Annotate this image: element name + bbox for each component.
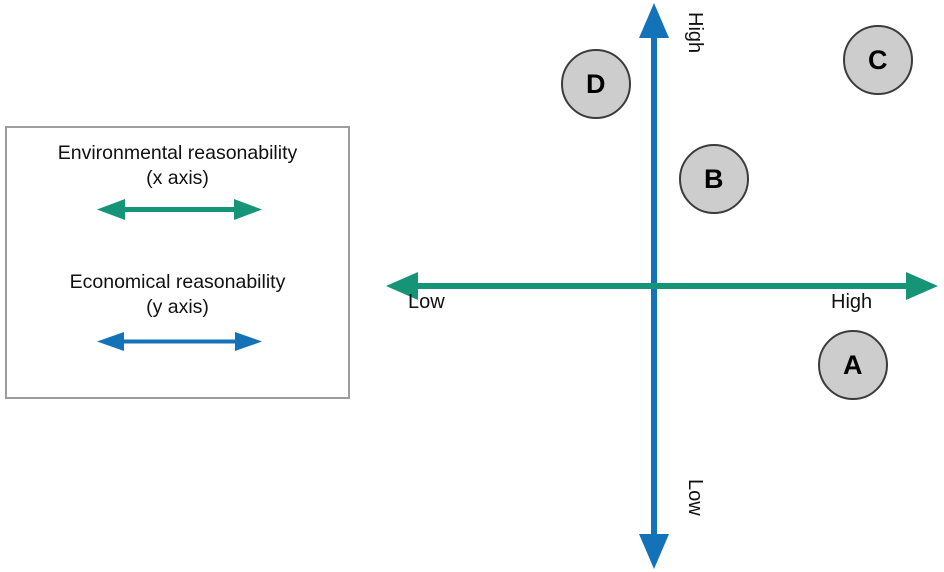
legend-arrow-environmental [7,196,348,224]
y-axis-low-label: Low [684,479,706,516]
legend-label-environmental: Environmental reasonability (x axis) [57,142,298,189]
data-point-d[interactable]: D [561,49,631,119]
data-point-b[interactable]: B [679,144,749,214]
legend-label-economical: Economical reasonability (y axis) [69,271,286,318]
legend-arrow-economical [7,328,348,356]
blue-double-arrow-icon [97,332,262,351]
x-axis-line [386,272,938,300]
axis-legend: Environmental reasonability (x axis) Eco… [5,126,350,399]
x-axis-high-label: High [831,291,873,313]
y-axis-high-label: High [684,12,706,54]
green-double-arrow-icon [97,199,262,220]
x-axis-low-label: Low [408,291,445,313]
data-point-a[interactable]: A [818,330,888,400]
data-point-c[interactable]: C [843,25,913,95]
